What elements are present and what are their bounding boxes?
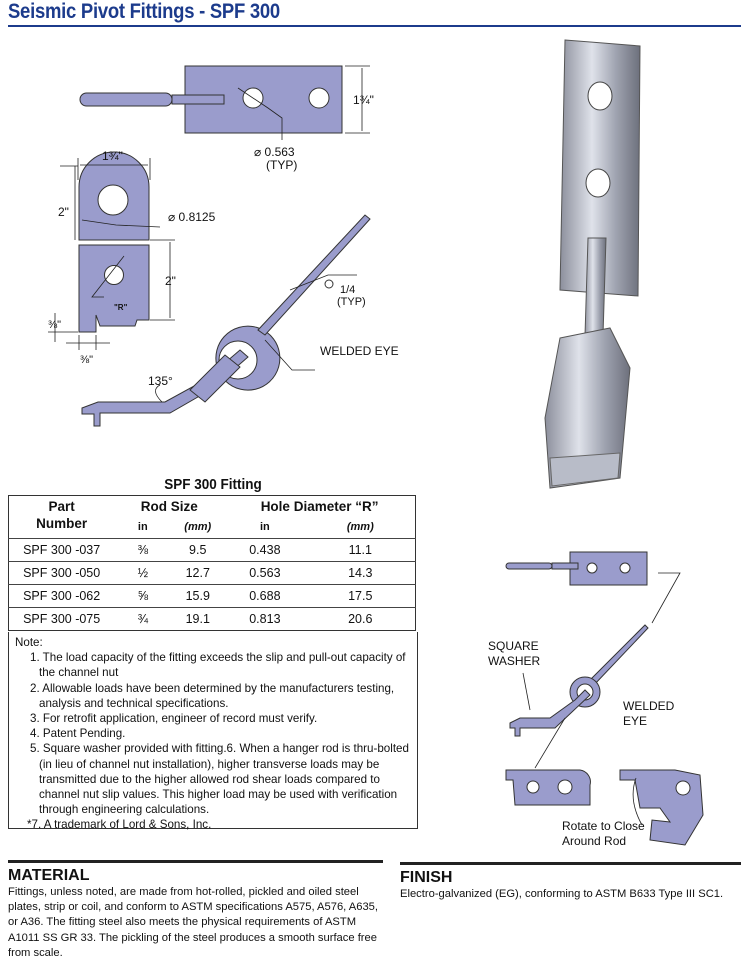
material-text: Fittings, unless noted, are made from ho… <box>8 886 379 959</box>
product-photo <box>544 39 641 489</box>
notes-heading: Note: <box>15 636 43 649</box>
rod-in: ⅝ <box>114 584 172 608</box>
note-item: 5. Square washer provided with fitting.6… <box>30 742 409 817</box>
part-number: SPF 300 -062 <box>8 584 115 608</box>
rod-mm: 15.9 <box>171 584 225 608</box>
hole-mm: 17.5 <box>305 584 416 608</box>
bent-strap <box>81 349 249 427</box>
rod-in: ⅜ <box>114 538 172 562</box>
weld-typ: (TYP) <box>337 296 366 308</box>
header-hole-in: in <box>259 521 270 533</box>
header-part: Part <box>48 498 75 514</box>
square-washer-label-2: WASHER <box>488 654 541 668</box>
material-section: MATERIAL Fittings, unless noted, are mad… <box>8 860 383 961</box>
header-number: Number <box>36 516 88 531</box>
finish-heading: FINISH <box>400 869 453 886</box>
notch-height-dim: ⅜" <box>48 319 61 331</box>
rod-mm: 19.1 <box>171 607 225 631</box>
plate-hole-dim: ⌀ 0.563 <box>254 145 295 159</box>
bracket-lower-dim: 2" <box>165 274 176 288</box>
header-rod-size: Rod Size <box>140 498 198 514</box>
bracket-lower <box>78 244 150 333</box>
header-rod-in: in <box>137 521 148 533</box>
hole-in: 0.563 <box>224 561 306 585</box>
plate-hole-typ: (TYP) <box>266 158 297 172</box>
title-rule <box>8 25 741 27</box>
header-rod-mm: (mm) <box>184 521 212 533</box>
rotate-label-2: Around Rod <box>562 834 626 848</box>
rotate-label-1: Rotate to Close <box>562 819 645 833</box>
welded-eye-label-1: WELDED <box>623 699 675 713</box>
note-item: 1. The load capacity of the fitting exce… <box>30 651 406 680</box>
header-hole-diameter: Hole Diameter “R” <box>260 498 379 514</box>
bracket-height-dim: 2" <box>58 205 69 219</box>
note-item: *7. A trademark of Lord & Sons, Inc. <box>27 818 212 832</box>
rod-in: ½ <box>114 561 172 585</box>
assembly-drawing: SQUARE WASHER WELDED EYE Rotate to Close… <box>488 551 704 848</box>
header-hole-mm: (mm) <box>346 521 374 533</box>
hole-in: 0.813 <box>224 607 306 631</box>
finish-rule <box>400 862 741 865</box>
rod-mm: 9.5 <box>171 538 225 562</box>
bracket-r-label: "R" <box>114 303 128 312</box>
hole-mm: 11.1 <box>305 538 416 562</box>
notch-width-dim: ⅜" <box>80 354 93 366</box>
notes-box: Note: 1. The load capacity of the fittin… <box>8 632 418 832</box>
bracket-hole-dim: ⌀ 0.8125 <box>168 210 216 224</box>
note-item: 2. Allowable loads have been determined … <box>30 681 395 710</box>
weld-size: 1/4 <box>340 284 355 296</box>
part-number: SPF 300 -037 <box>8 538 115 562</box>
page-title: Seismic Pivot Fittings - SPF 300 <box>8 0 280 23</box>
part-number: SPF 300 -050 <box>8 561 115 585</box>
note-item: 3. For retrofit application, engineer of… <box>30 712 318 726</box>
hole-mm: 14.3 <box>305 561 416 585</box>
technical-drawing: 1¾" ⌀ 0.563 (TYP) 1¾" 2" ⌀ 0.8125 2" "R"… <box>48 65 399 427</box>
bracket-width-dim: 1¾" <box>102 149 123 163</box>
spec-table: Part Rod Size Hole Diameter “R” Number i… <box>8 495 416 631</box>
welded-eye-label-2: EYE <box>623 714 647 728</box>
square-washer-label-1: SQUARE <box>488 639 539 653</box>
note-item: 4. Patent Pending. <box>30 727 126 741</box>
plate-width-dim: 1¾" <box>353 93 374 107</box>
rod-in: ¾ <box>114 607 172 631</box>
rod-part <box>79 92 173 107</box>
hole-in: 0.688 <box>224 584 306 608</box>
hole-mm: 20.6 <box>305 607 416 631</box>
part-number: SPF 300 -075 <box>8 607 115 631</box>
finish-text: Electro-galvanized (EG), conforming to A… <box>400 888 724 900</box>
table-title: SPF 300 Fitting <box>164 476 262 493</box>
rod-mm: 12.7 <box>171 561 225 585</box>
material-heading: MATERIAL <box>8 867 90 884</box>
hole-in: 0.438 <box>224 538 306 562</box>
welded-eye-label: WELDED EYE <box>320 344 399 358</box>
material-rule <box>8 860 383 863</box>
finish-section: FINISH Electro-galvanized (EG), conformi… <box>400 862 741 902</box>
angle-label: 135° <box>148 374 173 388</box>
